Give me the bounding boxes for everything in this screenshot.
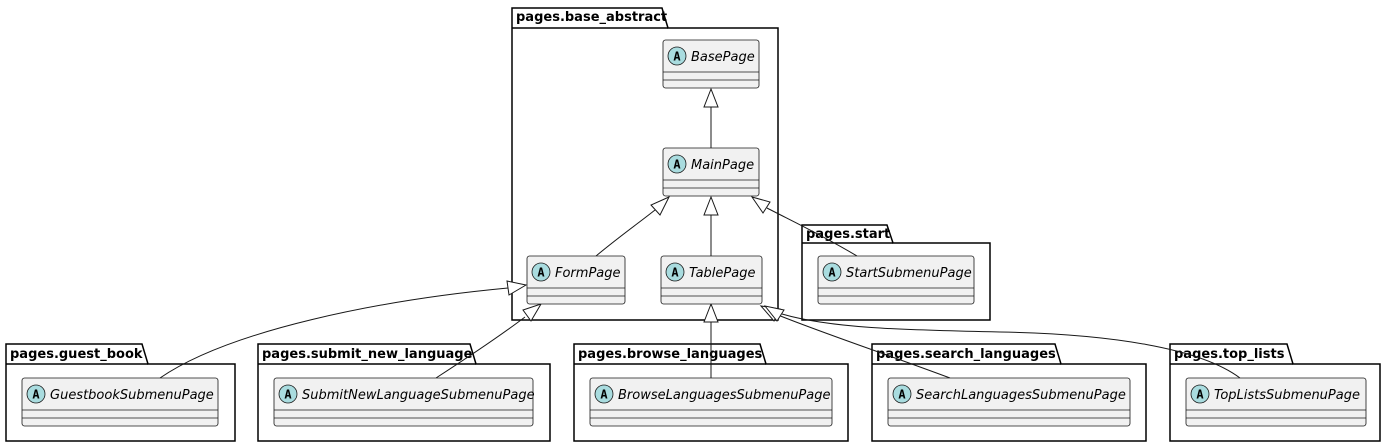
class-name: SubmitNewLanguageSubmenuPage (302, 388, 535, 403)
inheritance-arrowhead (703, 302, 719, 323)
package-search-languages: pages.search_languages (871, 343, 1147, 442)
edge-guestbooksubmenupage-to-formpage (159, 280, 528, 379)
svg-text:A: A (1196, 388, 1204, 402)
class-name: TopListsSubmenuPage (1214, 388, 1360, 403)
class-submitnewlanguagesubmenupage: A SubmitNewLanguageSubmenuPage (273, 377, 535, 427)
package-title: pages.submit_new_language (262, 347, 473, 362)
class-browselanguagessubmenupage: A BrowseLanguagesSubmenuPage (589, 377, 833, 427)
svg-text:A: A (284, 388, 292, 402)
package-title: pages.guest_book (10, 347, 143, 362)
class-basepage: A BasePage (662, 39, 760, 89)
package-guest-book: pages.guest_book (5, 343, 236, 442)
svg-text:A: A (32, 388, 40, 402)
svg-text:A: A (671, 266, 679, 280)
abstract-class-icon: A (1190, 384, 1210, 404)
edge-browselanguagessubmenupage-to-tablepage (703, 302, 719, 378)
inheritance-arrowhead (522, 303, 543, 322)
class-formpage: A FormPage (526, 255, 626, 305)
class-tablepage: A TablePage (660, 255, 763, 305)
edge-searchlanguagessubmenupage-to-tablepage (759, 305, 951, 379)
abstract-class-icon: A (665, 262, 685, 282)
class-name: MainPage (691, 158, 754, 173)
abstract-class-icon: A (594, 384, 614, 404)
inheritance-arrowhead (506, 280, 528, 296)
edge-formpage-to-mainpage (595, 195, 671, 257)
class-name: BasePage (691, 50, 755, 65)
package-submit-new-language: pages.submit_new_language (257, 343, 551, 442)
inheritance-arrowhead (650, 195, 671, 216)
inheritance-edges (159, 87, 1241, 379)
edge-startsubmenupage-to-mainpage (750, 196, 858, 257)
class-searchlanguagessubmenupage: A SearchLanguagesSubmenuPage (887, 377, 1131, 427)
class-name: GuestbookSubmenuPage (50, 388, 214, 403)
edge-submitnewlanguagesubmenupage-to-formpage (435, 303, 543, 379)
abstract-class-icon: A (822, 262, 842, 282)
svg-text:A: A (898, 388, 906, 402)
inheritance-arrowhead (703, 87, 719, 108)
package-title: pages.start (806, 227, 890, 242)
class-name: BrowseLanguagesSubmenuPage (618, 388, 831, 403)
class-name: TablePage (689, 266, 755, 281)
package-title: pages.base_abstract (516, 10, 667, 25)
abstract-class-icon: A (892, 384, 912, 404)
inheritance-arrowhead (763, 305, 785, 322)
abstract-class-icon: A (278, 384, 298, 404)
abstract-class-icon: A (667, 154, 687, 174)
edge-tablepage-to-mainpage (703, 195, 719, 256)
svg-text:A: A (537, 266, 545, 280)
inheritance-arrowhead (750, 196, 771, 214)
class-startsubmenupage: A StartSubmenuPage (817, 255, 975, 305)
abstract-class-icon: A (667, 46, 687, 66)
package-base-abstract: pages.base_abstract (511, 7, 779, 321)
class-mainpage: A MainPage (662, 147, 760, 197)
svg-text:A: A (673, 50, 681, 64)
inheritance-arrowhead (703, 195, 719, 216)
package-start: pages.start (801, 224, 991, 321)
package-title: pages.browse_languages (578, 347, 763, 362)
edge-mainpage-to-basepage (703, 87, 719, 148)
package-title: pages.search_languages (876, 347, 1056, 362)
class-name: FormPage (555, 266, 621, 281)
class-name: StartSubmenuPage (846, 266, 972, 281)
abstract-class-icon: A (531, 262, 551, 282)
edge-toplistssubmenupage-to-tablepage (763, 305, 1241, 379)
class-name: SearchLanguagesSubmenuPage (916, 388, 1126, 403)
class-guestbooksubmenupage: A GuestbookSubmenuPage (21, 377, 219, 427)
abstract-class-icon: A (26, 384, 46, 404)
package-browse-languages: pages.browse_languages (573, 343, 849, 442)
class-toplistssubmenupage: A TopListsSubmenuPage (1185, 377, 1367, 427)
svg-text:A: A (828, 266, 836, 280)
svg-text:A: A (673, 158, 681, 172)
svg-text:A: A (600, 388, 608, 402)
